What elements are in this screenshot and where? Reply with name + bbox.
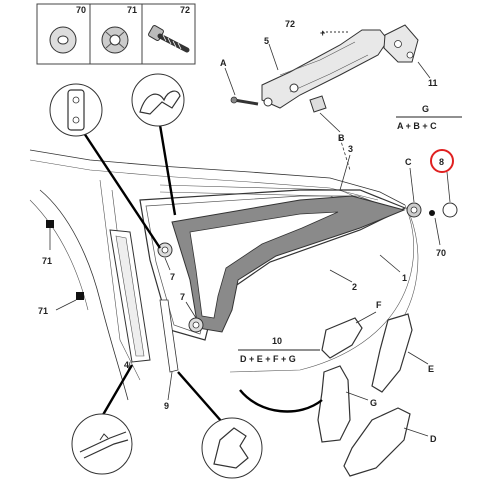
label-part-70-right: 70 [436, 248, 446, 258]
detail-callout-bottom-right [177, 371, 263, 479]
label-part-5: 5 [264, 36, 269, 46]
formula-g: G A + B + C [396, 104, 462, 131]
label-part-71-b: 71 [38, 306, 48, 316]
label-part-1: 1 [402, 273, 407, 283]
label-part-7-lower: 7 [180, 292, 185, 302]
plus-marker: + [320, 28, 325, 38]
detail-callout-top-middle [131, 73, 185, 216]
formula-10: 10 D + E + F + G [238, 336, 320, 364]
quarter-glass [171, 195, 406, 333]
label-part-71: 71 [127, 5, 137, 15]
label-part-D: D [430, 434, 437, 444]
label-part-72-hinge: 72 [285, 19, 295, 29]
clip-7-lower [188, 317, 204, 333]
label-part-9: 9 [164, 401, 169, 411]
label-part-7-upper: 7 [170, 272, 175, 282]
label-part-A: A [220, 58, 227, 68]
seal-segments [317, 313, 413, 477]
seal-segment-G [317, 365, 351, 443]
label-part-11: 11 [428, 78, 438, 88]
detail-callout-top-left [49, 83, 162, 249]
fastener-legend-box: 70 71 72 [36, 3, 196, 65]
label-part-F: F [376, 300, 382, 310]
formula-g-top: G [422, 104, 429, 114]
label-part-72: 72 [180, 5, 190, 15]
detail-leader-seals [239, 389, 323, 413]
door-pillar-strips [109, 229, 179, 373]
label-part-E: E [428, 364, 434, 374]
clip-71-lower [55, 292, 84, 311]
seal-segment-D [343, 407, 411, 477]
label-part-70: 70 [76, 5, 86, 15]
clip-71-upper [46, 220, 54, 250]
formula-10-bottom: D + E + F + G [240, 354, 296, 364]
label-part-4: 4 [124, 360, 129, 370]
formula-g-bottom: A + B + C [397, 121, 437, 131]
washer-icon [49, 26, 77, 54]
label-part-B: B [338, 133, 345, 143]
label-part-8: 8 [439, 157, 444, 167]
seal-segment-E [371, 313, 413, 393]
hinge-assembly: + [224, 24, 431, 171]
clip-7-upper [157, 242, 173, 258]
label-part-G: G [370, 398, 377, 408]
screw-icon [148, 25, 190, 53]
clip-nut-icon [101, 26, 129, 54]
label-part-2: 2 [352, 282, 357, 292]
pivot-stud [406, 202, 458, 218]
formula-10-top: 10 [272, 336, 282, 346]
part-8-highlight: 8 [430, 149, 454, 203]
label-part-3: 3 [348, 144, 353, 154]
seal-segment-F [321, 317, 363, 359]
detail-callout-bottom-left [71, 364, 134, 475]
label-part-C: C [405, 157, 412, 167]
label-part-71-a: 71 [42, 256, 52, 266]
